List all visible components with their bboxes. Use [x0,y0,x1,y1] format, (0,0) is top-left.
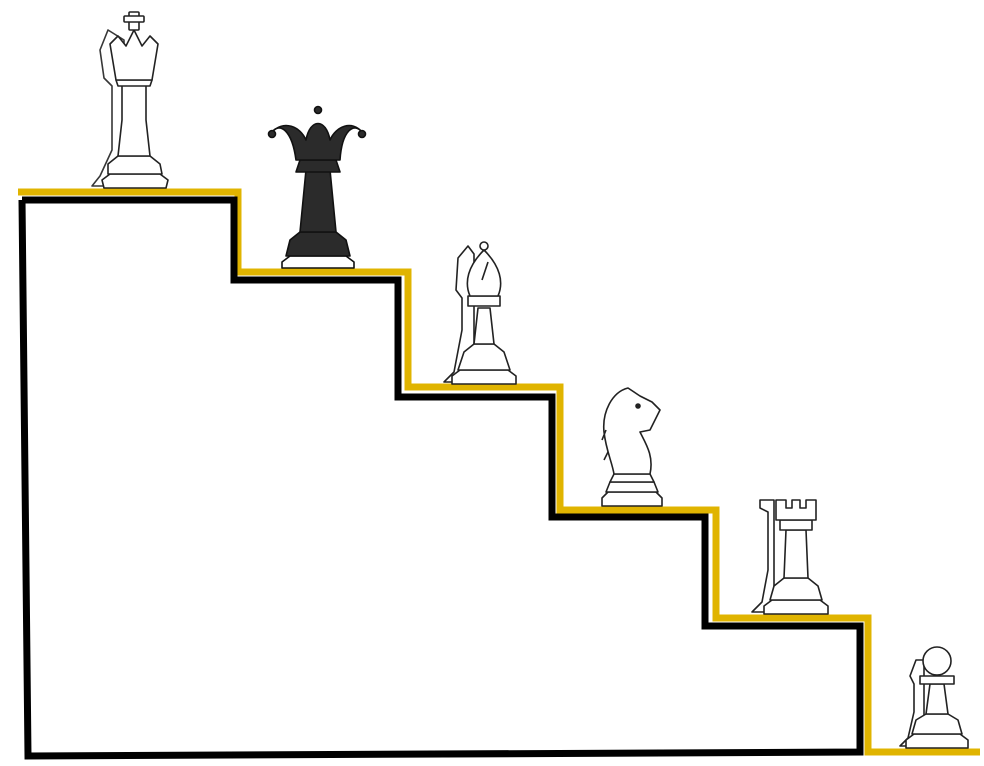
jester-piece [269,107,366,269]
pawn-piece [900,647,968,748]
bishop-piece [444,242,516,384]
rook-piece [752,500,828,614]
king-piece [92,12,168,188]
knight-piece [602,388,662,506]
stair-outline [22,200,860,756]
